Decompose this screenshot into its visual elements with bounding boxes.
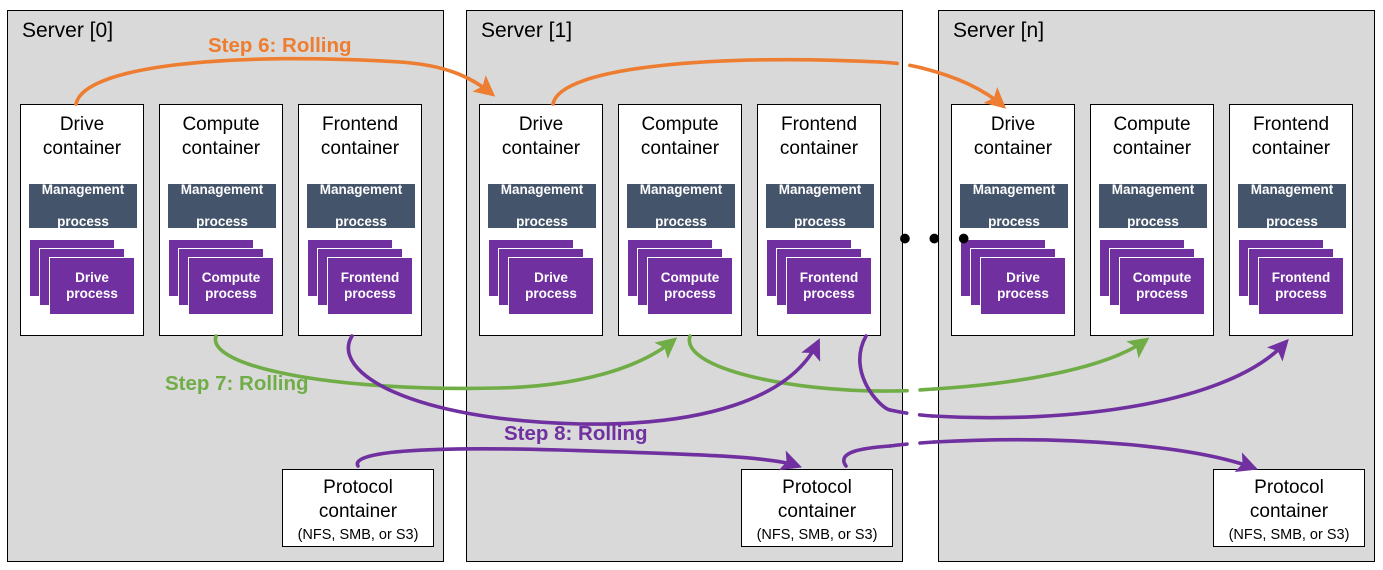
server-title: Server [0]: [22, 19, 114, 42]
protocol-container-subtitle: (NFS, SMB, or S3): [1228, 526, 1350, 543]
container-title: Compute container: [181, 114, 261, 160]
container-title: Compute container: [1112, 114, 1192, 160]
protocol-container-title: Protocol container: [1249, 477, 1329, 523]
container-title: Frontend container: [779, 114, 859, 160]
container-title: Frontend container: [1251, 114, 1331, 160]
protocol-container[interactable]: Protocol container (NFS, SMB, or S3): [741, 469, 893, 547]
servers-ellipsis: • • •: [899, 220, 974, 258]
container-title: Compute container: [640, 114, 720, 160]
container-title: Drive container: [42, 114, 122, 160]
server-title: Server [1]: [481, 19, 573, 42]
protocol-container-title: Protocol container: [318, 477, 398, 523]
container-title: Frontend container: [320, 114, 400, 160]
container-title: Drive container: [973, 114, 1053, 160]
server-title: Server [n]: [953, 19, 1045, 42]
protocol-container-subtitle: (NFS, SMB, or S3): [297, 526, 419, 543]
protocol-container[interactable]: Protocol container (NFS, SMB, or S3): [1213, 469, 1365, 547]
protocol-container-subtitle: (NFS, SMB, or S3): [756, 526, 878, 543]
container-title: Drive container: [501, 114, 581, 160]
protocol-container-title: Protocol container: [777, 477, 857, 523]
protocol-container[interactable]: Protocol container (NFS, SMB, or S3): [282, 469, 434, 547]
